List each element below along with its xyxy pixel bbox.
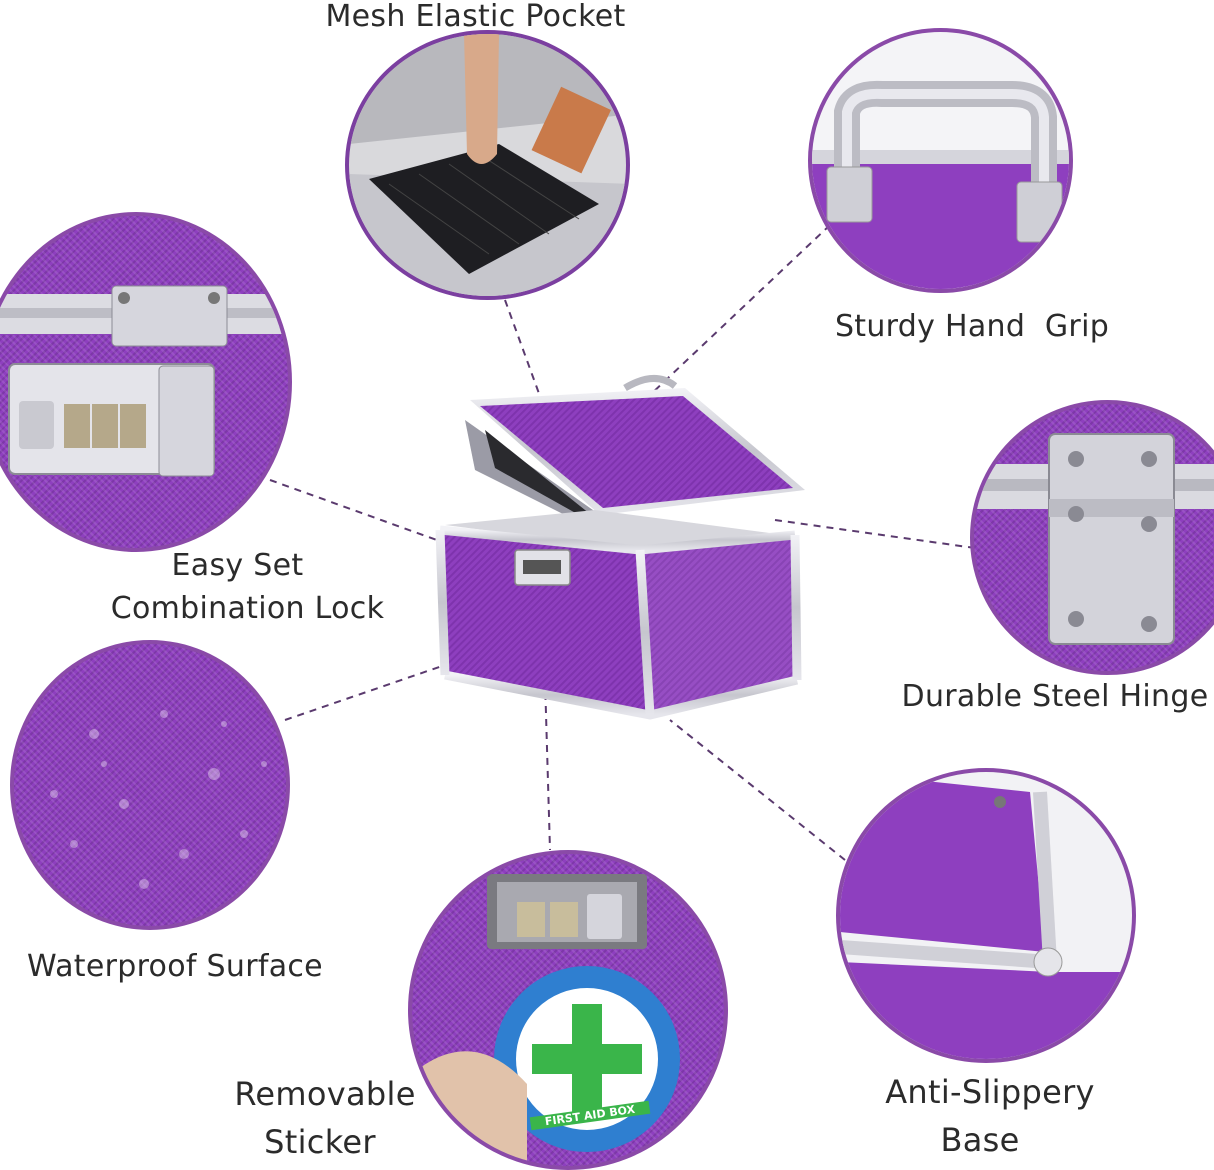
- circle-combination-lock: [0, 212, 292, 552]
- circle-waterproof: [10, 640, 290, 930]
- box-front: [440, 530, 650, 715]
- box-side: [640, 535, 797, 715]
- circle-hand-grip: [808, 28, 1073, 293]
- connector-mesh: [504, 299, 546, 411]
- connector-grip: [649, 224, 831, 396]
- product-box: [435, 375, 805, 720]
- label-sticker-line2: Sticker: [264, 1123, 376, 1161]
- circle-sticker: FIRST AID BOX: [408, 850, 728, 1170]
- label-lock-line1: Easy Set: [171, 548, 304, 583]
- circle-anti-slip-base: [836, 768, 1136, 1063]
- label-hand-grip: Sturdy Hand Grip: [834, 309, 1110, 344]
- label-mesh-pocket: Mesh Elastic Pocket: [325, 0, 626, 34]
- box-handle: [623, 375, 678, 392]
- connector-sticker: [544, 679, 551, 851]
- label-base-line2: Base: [940, 1121, 1020, 1159]
- connector-waterproof: [284, 664, 446, 721]
- label-lock-line2: Combination Lock: [110, 591, 385, 626]
- label-sticker-line1: Removable: [234, 1075, 416, 1113]
- label-base-line1: Anti-Slippery: [885, 1073, 1095, 1111]
- circle-steel-hinge: [970, 400, 1214, 675]
- label-waterproof: Waterproof Surface: [27, 949, 323, 984]
- circle-mesh-pocket: [345, 30, 630, 300]
- connector-base: [669, 719, 846, 861]
- label-steel-hinge: Durable Steel Hinge: [901, 679, 1209, 714]
